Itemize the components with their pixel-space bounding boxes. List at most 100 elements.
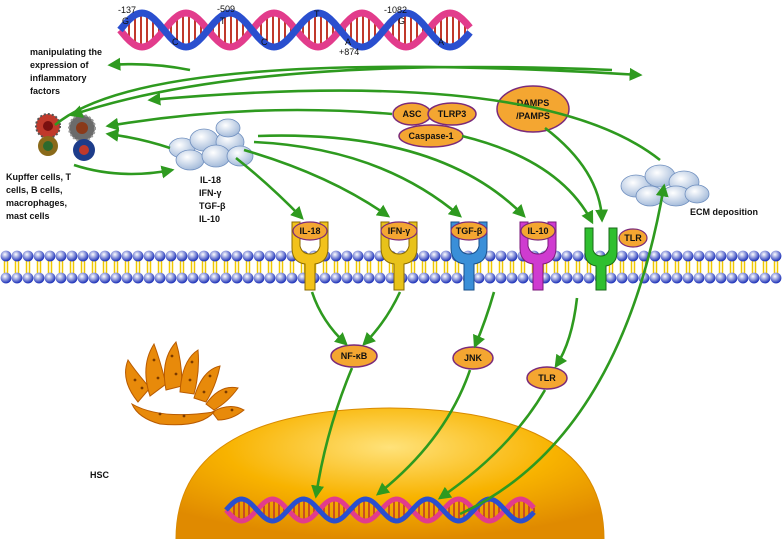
svg-text:macrophages,: macrophages, (6, 198, 67, 208)
lipid-head (154, 250, 166, 262)
ecm-cloud (620, 164, 710, 207)
lipid-head (616, 272, 628, 284)
lipid-head (110, 250, 122, 262)
base-label: A (345, 37, 351, 47)
lipid-head (187, 250, 199, 262)
lipid-head (759, 272, 771, 284)
lipid-head (22, 272, 34, 284)
lipid-head (682, 272, 694, 284)
svg-text:/PAMPS: /PAMPS (516, 111, 550, 121)
inflammasome: ASC TLRP3 Caspase-1 (392, 102, 477, 148)
lipid-head (253, 272, 265, 284)
lipid-head (352, 250, 364, 262)
tlrp3-label: TLRP3 (438, 109, 467, 119)
receptor-il18: IL-18 (291, 221, 329, 291)
snp-label: +874 (339, 47, 359, 57)
lipid-head (77, 272, 89, 284)
lipid-head (242, 272, 254, 284)
svg-text:IL-18: IL-18 (200, 175, 221, 185)
base-label: T (220, 16, 226, 26)
lipid-head (341, 250, 353, 262)
ecm-label: ECM deposition (690, 207, 758, 217)
lipid-head (484, 250, 496, 262)
lipid-head (165, 272, 177, 284)
lipid-head (121, 272, 133, 284)
base-label: C (261, 37, 268, 47)
lipid-head (660, 250, 672, 262)
receptor-label-il18: IL-18 (299, 226, 320, 236)
lipid-head (693, 272, 705, 284)
lipid-head (154, 272, 166, 284)
lipid-head (11, 272, 23, 284)
snp-label: -509 (217, 4, 235, 14)
lipid-head (418, 272, 430, 284)
lipid-head (33, 272, 45, 284)
lipid-head (748, 250, 760, 262)
lipid-head (0, 250, 12, 262)
lipid-head (33, 250, 45, 262)
lipid-head (495, 272, 507, 284)
lipid-head (253, 250, 265, 262)
lipid-head (627, 272, 639, 284)
lipid-head (319, 272, 331, 284)
lipid-head (363, 250, 375, 262)
lipid-head (99, 272, 111, 284)
lipid-head (198, 272, 210, 284)
lipid-head (506, 272, 518, 284)
svg-text:TGF-β: TGF-β (199, 201, 226, 211)
lipid-head (286, 272, 298, 284)
lipid-head (616, 250, 628, 262)
lipid-head (649, 272, 661, 284)
lipid-head (264, 250, 276, 262)
lipid-head (176, 272, 188, 284)
receptor-label-tgfb: TGF-β (456, 226, 483, 236)
receptor-label-ifng: IFN-γ (388, 226, 411, 236)
signal-jnk: JNK (452, 346, 494, 370)
snp-label: -1082 (384, 5, 407, 15)
lipid-head (363, 272, 375, 284)
dna-helix-top (117, 9, 473, 51)
svg-text:TLR: TLR (538, 373, 556, 383)
svg-text:Kupffer cells, T: Kupffer cells, T (6, 172, 72, 182)
receptor-ifng: IFN-γ (380, 221, 418, 291)
lipid-head (330, 250, 342, 262)
lipid-head (770, 250, 782, 262)
lipid-head (0, 272, 12, 284)
asc-label: ASC (402, 109, 422, 119)
lipid-head (22, 250, 34, 262)
lipid-head (143, 250, 155, 262)
lipid-head (726, 272, 738, 284)
lipid-head (715, 272, 727, 284)
lipid-head (275, 272, 287, 284)
svg-text:DAMPS: DAMPS (517, 98, 550, 108)
svg-text:expression of: expression of (30, 60, 90, 70)
lipid-head (572, 250, 584, 262)
hsc-label: HSC (90, 470, 110, 480)
lipid-head (330, 272, 342, 284)
svg-text:JNK: JNK (464, 353, 483, 363)
lipid-head (132, 250, 144, 262)
lipid-head (429, 272, 441, 284)
lipid-head (198, 250, 210, 262)
lipid-head (242, 250, 254, 262)
lipid-head (11, 250, 23, 262)
svg-text:factors: factors (30, 86, 60, 96)
lipid-head (231, 272, 243, 284)
svg-text:IFN-γ: IFN-γ (199, 188, 222, 198)
lipid-head (506, 250, 518, 262)
lipid-head (517, 272, 529, 284)
lipid-head (671, 272, 683, 284)
lipid-head (550, 272, 562, 284)
receptor-label-tlr: TLR (624, 233, 642, 243)
lipid-head (473, 272, 485, 284)
lipid-head (561, 272, 573, 284)
immune-cells-cluster (35, 113, 96, 161)
lipid-head (748, 272, 760, 284)
svg-text:NF-κB: NF-κB (341, 351, 368, 361)
svg-text:cells, B cells,: cells, B cells, (6, 185, 63, 195)
base-label: C (172, 37, 179, 47)
lipid-head (704, 272, 716, 284)
lipid-head (55, 250, 67, 262)
